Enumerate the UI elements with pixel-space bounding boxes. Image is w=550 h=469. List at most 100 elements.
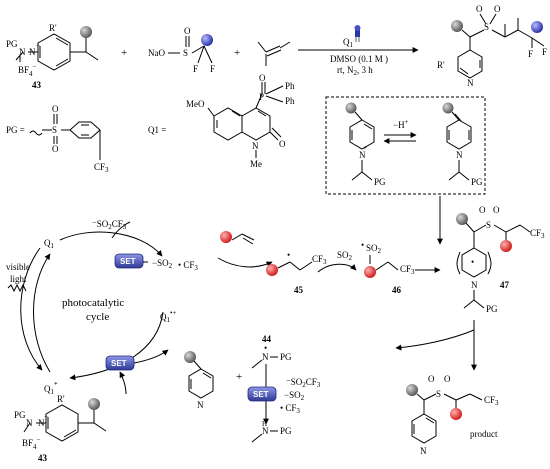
- svg-text:O: O: [479, 205, 486, 215]
- q1-o-label: O: [279, 139, 286, 149]
- p-label: P: [259, 92, 264, 102]
- product-s-label: S: [484, 22, 489, 32]
- set-box-3: [247, 386, 277, 402]
- pg-equals: PG =: [6, 125, 25, 135]
- svg-text:S: S: [52, 125, 57, 135]
- blue-ball-icon: [531, 21, 543, 33]
- svg-text:O: O: [52, 104, 59, 114]
- minus-h: −H+: [393, 118, 409, 130]
- final-product: S O O CF3 N product: [406, 374, 499, 456]
- intermediate-47: S O O CF3 • N PG 47: [456, 205, 545, 314]
- cf3-addition-arrow: [217, 257, 273, 268]
- so2-addition-arrow: [317, 263, 357, 273]
- top-product: S O O F F N R': [437, 4, 547, 88]
- svg-text:⁻SO2CF3: ⁻SO2CF3: [286, 377, 321, 389]
- red-ball-icon: [364, 266, 376, 278]
- blue-ball-icon: [201, 34, 213, 46]
- box-n-right: N: [456, 150, 463, 160]
- box-pg-left: PG: [374, 177, 386, 187]
- radical-46: • SO2 CF3 46: [361, 240, 415, 295]
- so2-reagent: SO2: [337, 250, 353, 262]
- svg-text:S: S: [486, 220, 491, 230]
- svg-text:PG: PG: [486, 304, 498, 314]
- compound-43-label: 43: [32, 80, 42, 90]
- svg-text:N: N: [26, 418, 33, 428]
- amidyl-radical-44: 44 • N PG SET ⁻SO2CF3 −SO2 • CF3 N PG H: [247, 334, 321, 443]
- o-label: O: [184, 26, 191, 36]
- compound-43-bottom-label: 43: [38, 453, 48, 463]
- red-ball-icon: [266, 264, 278, 276]
- alkene-reagent: [257, 41, 291, 66]
- photocatalytic-text: photocatalytic: [62, 297, 124, 309]
- set-label-1: SET: [120, 257, 136, 266]
- light-wave-icon: [7, 283, 27, 293]
- svg-text:N: N: [197, 400, 204, 410]
- alkene-red: [220, 231, 255, 245]
- svg-text:N: N: [262, 426, 269, 436]
- svg-text:R': R': [57, 394, 65, 404]
- n-plus-label: N: [29, 47, 36, 57]
- cycle-q1-top: Q1: [44, 238, 55, 250]
- red-ball-icon: [500, 240, 512, 252]
- svg-text:SO2: SO2: [366, 243, 382, 255]
- light-text: light: [10, 274, 27, 284]
- box-plus: +: [363, 144, 367, 152]
- svg-text:O: O: [52, 144, 59, 154]
- product-text: product: [470, 429, 498, 439]
- svg-text:• CF3: • CF3: [280, 403, 300, 415]
- plus-sign-3: +: [236, 371, 242, 383]
- svg-text:CF3: CF3: [400, 264, 415, 276]
- f2-label: F: [210, 64, 215, 74]
- product-o2-label: O: [494, 4, 501, 14]
- intermediate-47-label: 47: [500, 280, 510, 290]
- plus-sign-1: +: [121, 47, 127, 59]
- s-label: S: [183, 48, 188, 58]
- svg-text:S: S: [436, 389, 441, 399]
- gray-ball-icon: [456, 213, 468, 225]
- n-label: N: [19, 47, 26, 57]
- radical-44-label: 44: [262, 334, 272, 344]
- red-ball-icon: [220, 231, 232, 243]
- conditions-line-1: DMSO (0.1 M ): [330, 54, 388, 64]
- gray-ball-icon: [345, 102, 357, 114]
- radical-46-label: 46: [392, 285, 402, 295]
- product-f2: F: [542, 47, 547, 57]
- gray-ball-icon: [406, 384, 418, 396]
- svg-text:N: N: [38, 418, 45, 428]
- bf4-label: BF4−: [18, 63, 37, 78]
- cycle-text: cycle: [86, 311, 109, 323]
- svg-text:O: O: [428, 374, 435, 384]
- r-prime-label: R': [49, 23, 57, 33]
- gray-ball-icon: [442, 102, 454, 114]
- gray-ball-icon: [451, 20, 463, 32]
- radical-45-label: 45: [294, 285, 304, 295]
- svg-text:BF4−: BF4−: [22, 436, 41, 451]
- nao-label: NaO: [148, 48, 165, 58]
- pg-label: PG: [6, 39, 18, 49]
- svg-text:PG: PG: [14, 410, 26, 420]
- svg-text:N: N: [420, 446, 427, 456]
- svg-text:•: •: [264, 343, 267, 353]
- radical-45: • CF3 45: [266, 250, 327, 295]
- plus-charge: +: [36, 42, 40, 50]
- q1-n-label: N: [252, 141, 259, 151]
- cycle-so2cf3: ⁻SO2CF3: [92, 219, 127, 231]
- gray-ball-icon: [88, 398, 100, 410]
- product-n-label: N: [467, 78, 474, 88]
- p-o-label: O: [259, 73, 266, 83]
- conditions-line-2: rt, N2, 3 h: [337, 65, 373, 77]
- ph-label-1: Ph: [285, 81, 295, 91]
- q1-equals: Q1 =: [148, 125, 166, 135]
- set-box-1: [114, 253, 144, 269]
- pyridinium-43-bottom: PG N N + R' BF4− 43: [14, 394, 107, 463]
- set-label-3: SET: [253, 390, 269, 399]
- product-r-prime: R': [437, 60, 445, 70]
- cycle-minus-so2: −SO2: [152, 258, 173, 270]
- tautomer-box: N + PG −H+ N PG: [325, 96, 486, 195]
- svg-text:N: N: [262, 352, 269, 362]
- picolyl-radical: N: [184, 351, 214, 410]
- cycle-cf3-radical: • CF3: [178, 260, 198, 272]
- plus-sign-2: +: [234, 47, 240, 59]
- pg-cf3: CF3: [94, 162, 109, 174]
